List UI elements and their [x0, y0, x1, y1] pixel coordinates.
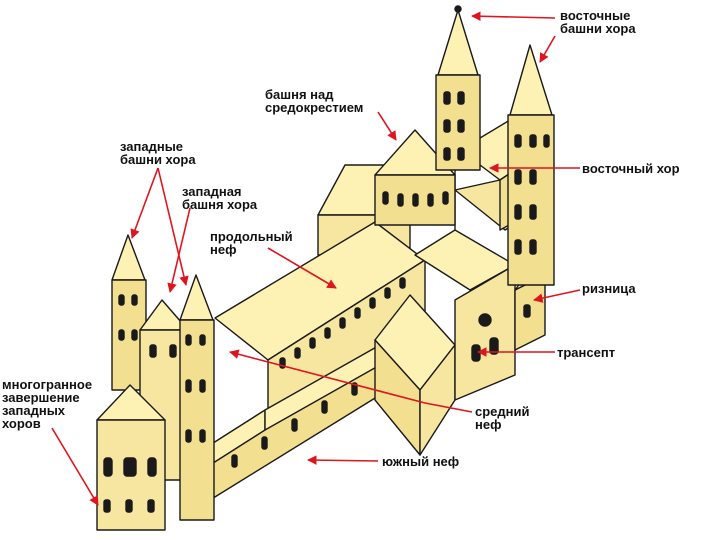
cathedral-building: [96, 5, 555, 531]
label-east-choir: восточный хор: [582, 161, 680, 176]
label-crossing-tower: башня над средокрестием: [265, 87, 364, 115]
polygonal-west-choir: [96, 384, 166, 531]
label-transept: трансепт: [557, 345, 616, 360]
label-longitudinal-nave: продольный неф: [210, 229, 293, 257]
label-south-nave: южный неф: [382, 454, 460, 469]
arrow-west-towers-1: [130, 167, 159, 239]
arrow-east-towers-2: [539, 35, 556, 63]
arrow-crossing-tower: [377, 111, 397, 141]
label-sacristy: ризница: [582, 281, 636, 296]
aisle-windows: [231, 382, 358, 468]
arrow-middle-nave: [229, 349, 473, 413]
south-transept: [374, 229, 516, 456]
clerestory-windows: [279, 277, 406, 369]
label-middle-nave: средний неф: [475, 404, 530, 432]
arrow-sacristy: [533, 289, 581, 303]
east-tower-rear: [435, 5, 481, 171]
crossing-tower: [374, 129, 456, 226]
label-east-choir-towers: восточные башни хора: [560, 8, 636, 36]
pointer-arrows: [51, 11, 581, 506]
arrow-south-nave: [307, 455, 379, 465]
west-choir-tower-right: [179, 274, 215, 521]
east-tower-front: [507, 44, 555, 286]
arrow-east-towers-1: [471, 11, 556, 22]
arrow-longitudinal-nave: [267, 247, 337, 289]
label-west-choir-towers: западные башни хора: [120, 139, 196, 167]
arrow-polygonal-choirs: [51, 427, 99, 506]
label-west-choir-tower: западная башня хора: [182, 184, 258, 212]
label-polygonal-west-choirs: многогранное завершение западных хоров: [2, 377, 93, 431]
arrow-west-tower: [167, 207, 191, 293]
arrow-west-towers-2: [157, 167, 189, 286]
